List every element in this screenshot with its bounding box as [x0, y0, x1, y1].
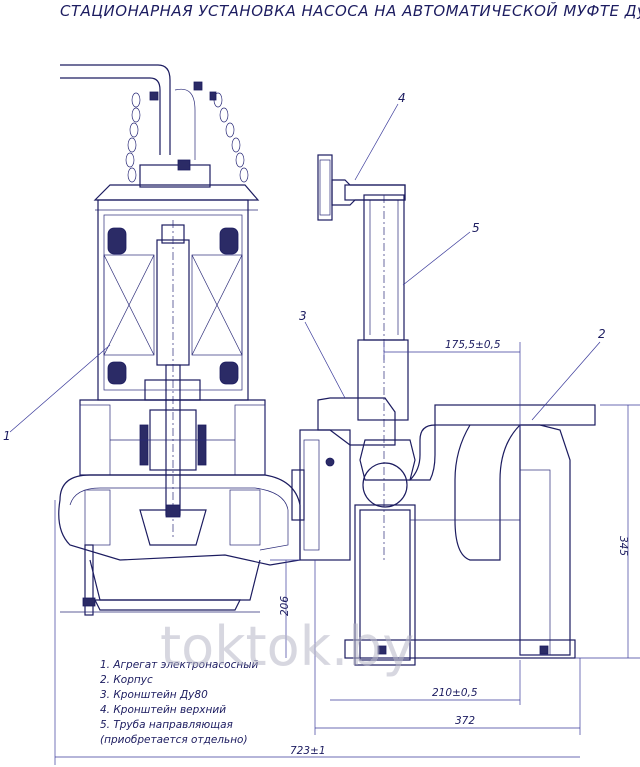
bracket-du80: [291, 397, 416, 561]
callout-4: 4: [398, 91, 406, 105]
lifting-chain: [125, 92, 249, 183]
watermark: toktok.by: [160, 615, 414, 678]
legend-item-2: 2. Корпус: [100, 674, 153, 686]
dimension-lines: [54, 342, 640, 765]
dim-210: 210±0,5: [432, 687, 478, 699]
guide-pipe: [357, 194, 409, 560]
callout-2: 2: [598, 327, 606, 341]
callout-3: 3: [299, 309, 307, 323]
drawing-title: СТАЦИОНАРНАЯ УСТАНОВКА НАСОСА НА АВТОМАТ…: [60, 1, 640, 20]
callout-1: 1: [3, 429, 11, 443]
pump-unit: [58, 64, 301, 616]
legend-item-5: 5. Труба направляющая: [100, 719, 233, 731]
legend-item-1: 1. Агрегат электронасосный: [100, 659, 258, 671]
legend-item-3: 3. Кронштейн Ду80: [100, 689, 208, 701]
pump-volute: [58, 474, 301, 566]
duckfoot-housing: [344, 404, 596, 666]
dim-345: 345: [617, 536, 629, 556]
dim-206: 206: [279, 596, 291, 616]
legend-item-4: 4. Кронштейн верхний: [100, 704, 226, 716]
dim-723: 723±1: [290, 745, 326, 757]
parts-legend: 1. Агрегат электронасосный 2. Корпус 3. …: [100, 659, 258, 746]
upper-bracket: [317, 154, 406, 221]
dim-372: 372: [455, 715, 475, 727]
dim-175: 175,5±0,5: [445, 339, 501, 351]
callout-5: 5: [472, 221, 480, 235]
leader-lines: [9, 103, 601, 433]
legend-item-5-note: (приобретается отдельно): [100, 734, 248, 746]
